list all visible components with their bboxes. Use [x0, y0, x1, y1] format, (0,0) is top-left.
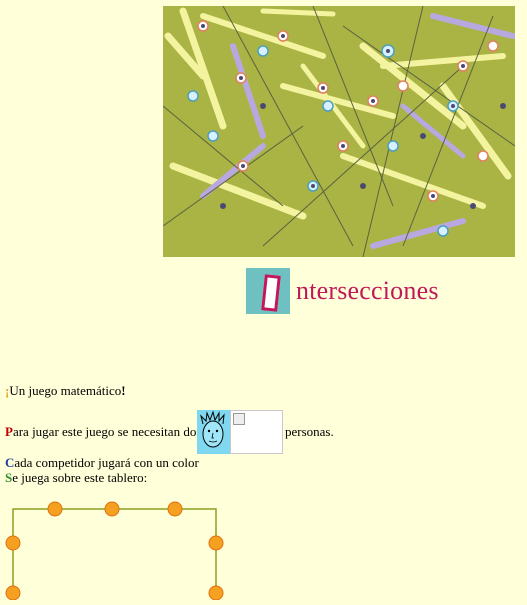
color-line: Cada competidor jugará con un color	[5, 455, 199, 471]
player-face-image	[197, 410, 230, 454]
page-title: ntersecciones	[246, 268, 439, 314]
color-line-text: ada competidor jugará con un color	[14, 455, 199, 470]
intro-close-mark: !	[121, 383, 126, 398]
broken-image-icon	[233, 413, 245, 425]
board-edge	[12, 508, 217, 600]
players-suffix: personas.	[285, 424, 334, 439]
players-line: Para jugar este juego se necesitan dos	[5, 424, 201, 440]
board-node[interactable]	[167, 501, 183, 517]
game-board	[0, 495, 240, 605]
board-line-initial: S	[5, 470, 13, 485]
hero-image	[163, 6, 515, 257]
intro-text: Un juego matemático	[9, 383, 122, 398]
I-block-icon	[246, 268, 290, 314]
intersecting-sticks-illustration	[163, 6, 515, 257]
board-line-text: e juega sobre este tablero:	[12, 470, 148, 485]
spiky-hair-face-icon	[200, 410, 225, 448]
intro-open-mark: ¡	[5, 383, 10, 398]
broken-image-placeholder	[230, 410, 283, 454]
board-node[interactable]	[208, 585, 224, 601]
board-node[interactable]	[5, 535, 21, 551]
players-text: ara jugar este juego se necesitan dos	[12, 424, 202, 439]
board-line: Se juega sobre este tablero:	[5, 470, 147, 486]
game-board-svg	[5, 501, 224, 601]
intro-line: ¡Un juego matemático!	[5, 383, 126, 399]
board-node[interactable]	[104, 501, 120, 517]
page-title-text: ntersecciones	[296, 276, 439, 305]
board-node[interactable]	[5, 585, 21, 601]
players-initial: P	[5, 424, 13, 439]
board-node[interactable]	[208, 535, 224, 551]
board-node[interactable]	[47, 501, 63, 517]
color-line-initial: C	[5, 455, 15, 470]
